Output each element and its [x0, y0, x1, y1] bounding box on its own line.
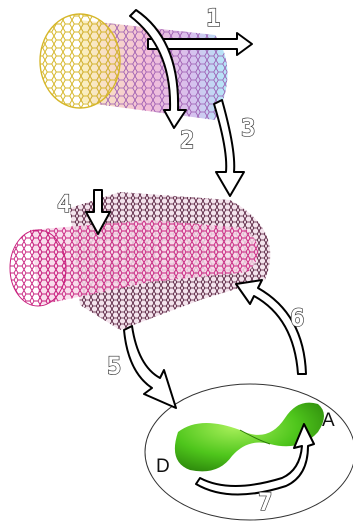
step-label-7: 7 — [258, 488, 272, 516]
step-label-6: 6 — [290, 304, 304, 332]
step-label-5: 5 — [107, 352, 121, 380]
rainbow-nanotube — [40, 14, 228, 120]
step-label-3: 3 — [241, 114, 255, 142]
arrow-3 — [214, 100, 244, 196]
mobius-label-a: A — [322, 410, 335, 431]
mobius-strip-panel: A D — [145, 384, 353, 520]
step-label-1: 1 — [206, 4, 220, 32]
arrow-5 — [124, 326, 176, 408]
mobius-label-d: D — [156, 456, 170, 477]
step-label-4: 4 — [57, 190, 71, 218]
step-label-2: 2 — [180, 126, 194, 154]
